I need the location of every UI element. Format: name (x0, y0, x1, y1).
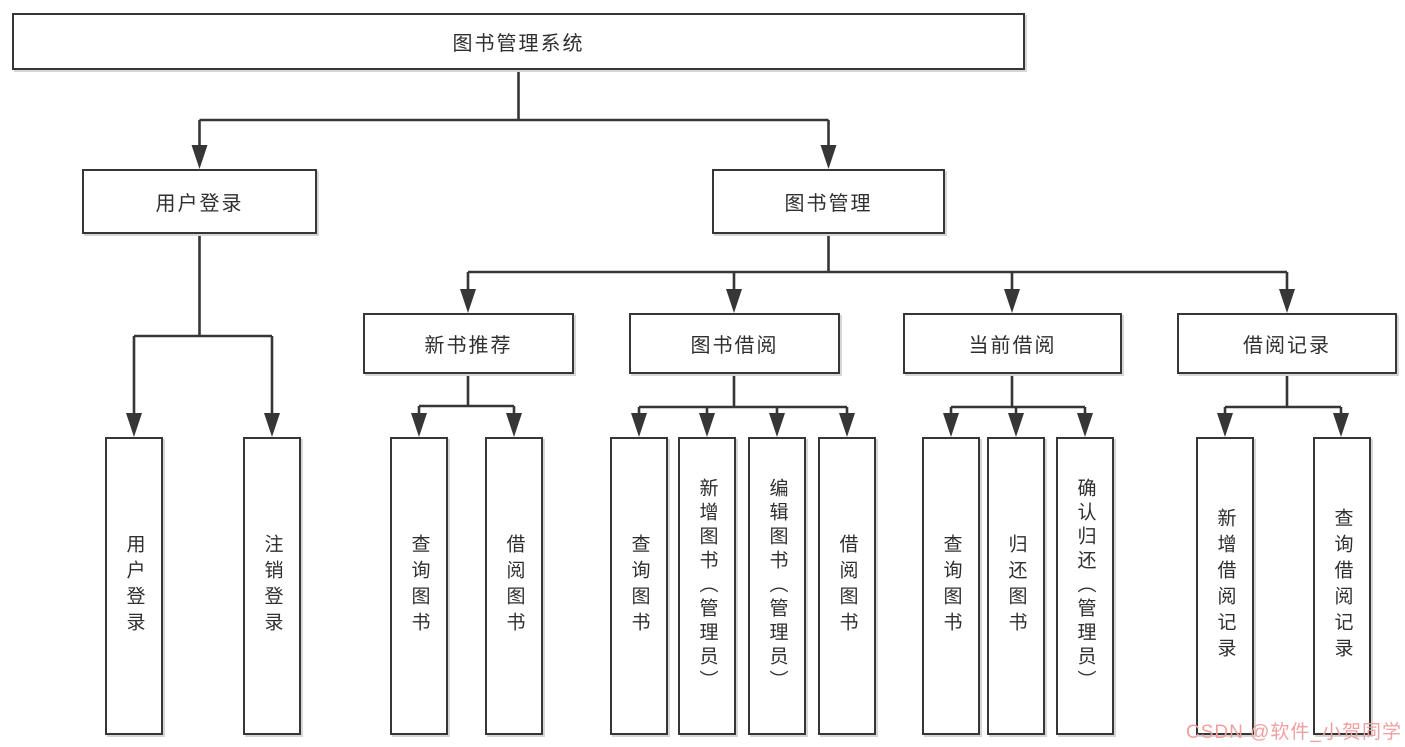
node-new-book-recommend: 新书推荐 (363, 313, 574, 374)
node-current-borrow: 当前借阅 (903, 313, 1122, 374)
node-user-login: 用户登录 (82, 169, 317, 234)
leaf-newbook-query-books: 查询图书 (390, 437, 448, 735)
leaf-borrow-query-books: 查询图书 (610, 437, 668, 735)
leaf-label: 查询借阅记录 (1331, 508, 1353, 664)
node-library-management-system: 图书管理系统 (12, 13, 1025, 70)
leaf-label: 查询图书 (628, 534, 650, 638)
connector-new-book-children (411, 374, 522, 437)
leaf-borrow-books: 借阅图书 (818, 437, 876, 735)
leaf-label: 借阅图书 (503, 534, 525, 638)
leaf-label: 编辑图书（管理员） (766, 478, 788, 694)
leaf-return-books: 归还图书 (987, 437, 1045, 735)
leaf-edit-books-admin: 编辑图书（管理员） (748, 437, 806, 735)
leaf-add-borrow-record: 新增借阅记录 (1196, 437, 1254, 735)
leaf-newbook-borrow-books: 借阅图书 (485, 437, 543, 735)
leaf-logout: 注销登录 (243, 437, 301, 735)
leaf-label: 用户登录 (123, 534, 145, 638)
connector-book-management-to-level3 (460, 234, 1295, 313)
connector-book-borrow-children (631, 374, 855, 437)
leaf-label: 确认归还（管理员） (1074, 478, 1096, 694)
connector-current-borrow-children (943, 374, 1093, 437)
leaf-label: 查询图书 (940, 534, 962, 638)
leaf-query-borrow-record: 查询借阅记录 (1313, 437, 1371, 735)
connector-borrow-record-children (1217, 374, 1349, 437)
leaf-add-books-admin: 新增图书（管理员） (678, 437, 736, 735)
leaf-label: 借阅图书 (836, 534, 858, 638)
leaf-label: 查询图书 (408, 534, 430, 638)
leaf-label: 新增图书（管理员） (696, 478, 718, 694)
connector-user-login-children (126, 234, 280, 437)
leaf-confirm-return-admin: 确认归还（管理员） (1056, 437, 1114, 735)
leaf-label: 归还图书 (1005, 534, 1027, 638)
leaf-user-login: 用户登录 (105, 437, 163, 735)
connector-root-to-level2 (191, 70, 837, 169)
csdn-watermark: CSDN @软件_小贺同学 (1186, 722, 1402, 743)
node-book-borrow: 图书借阅 (629, 313, 840, 374)
leaf-current-query-books: 查询图书 (922, 437, 980, 735)
leaf-label: 新增借阅记录 (1214, 508, 1236, 664)
node-borrow-record: 借阅记录 (1177, 313, 1397, 374)
leaf-label: 注销登录 (261, 534, 283, 638)
node-book-management: 图书管理 (712, 169, 945, 234)
